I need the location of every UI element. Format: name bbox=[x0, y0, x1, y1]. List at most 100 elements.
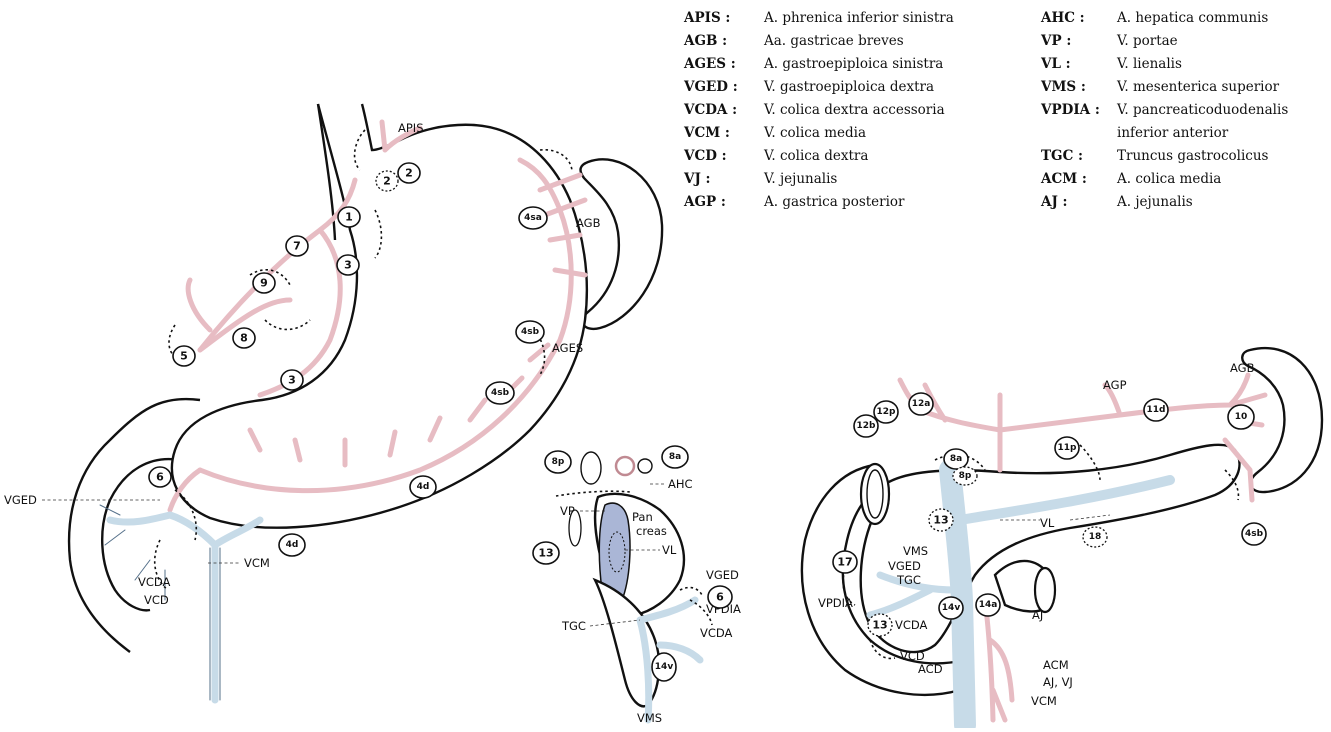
node-13: 13 bbox=[868, 614, 892, 636]
vged-label: VGED bbox=[888, 559, 921, 573]
legend-name: Truncus gastrocolicus bbox=[1117, 148, 1269, 164]
node-12p: 12p bbox=[874, 401, 898, 423]
node-4sb: 4sb bbox=[516, 321, 544, 343]
node-8a: 8a bbox=[662, 446, 688, 468]
vcda-label: VCDA bbox=[895, 618, 928, 632]
node-1: 1 bbox=[338, 207, 360, 227]
node-14v: 14v bbox=[939, 597, 963, 619]
legend-abbr: VCM : bbox=[683, 125, 730, 141]
node-8p: 8p bbox=[545, 451, 571, 473]
node-18: 18 bbox=[1083, 527, 1107, 547]
node-12a: 12a bbox=[909, 393, 933, 415]
legend-name-continuation: inferior anterior bbox=[1117, 125, 1229, 141]
node-6: 6 bbox=[149, 467, 171, 487]
vessel-section bbox=[638, 459, 652, 473]
legend-name: A. gastrica posterior bbox=[763, 194, 905, 210]
node-4sb: 4sb bbox=[486, 382, 514, 404]
legend-right-column: AHC : A. hepatica communis VP : V. porta… bbox=[1040, 10, 1288, 210]
stomach-panel: APIS AGB AGES VGED VCDA VCD VCM 1 2 2 3 … bbox=[4, 104, 662, 700]
svg-text:4sb: 4sb bbox=[521, 327, 540, 337]
svg-text:12a: 12a bbox=[912, 399, 931, 409]
acd-label: ACD bbox=[918, 662, 943, 676]
vms-label: VMS bbox=[903, 544, 928, 558]
svg-text:18: 18 bbox=[1089, 532, 1102, 542]
legend-abbr: VCD : bbox=[683, 148, 727, 164]
legend-abbr: VCDA : bbox=[683, 102, 737, 118]
legend-abbr: VGED : bbox=[683, 79, 738, 95]
node-8a: 8a bbox=[944, 449, 968, 469]
tgc-label: TGC bbox=[561, 619, 586, 633]
legend-abbr: ACM : bbox=[1040, 171, 1087, 187]
svg-text:4sb: 4sb bbox=[1245, 529, 1264, 539]
legend-name: V. colica dextra bbox=[763, 148, 868, 164]
agb-label: AGB bbox=[1230, 361, 1255, 375]
tgc-label: TGC bbox=[896, 573, 921, 587]
vl-label: VL bbox=[1040, 516, 1055, 530]
ahc-label: AHC bbox=[668, 477, 693, 491]
legend-name: V. mesenterica superior bbox=[1116, 79, 1280, 95]
acm-label: ACM bbox=[1043, 658, 1069, 672]
legend-name: A. colica media bbox=[1116, 171, 1221, 187]
svg-text:8p: 8p bbox=[552, 457, 565, 467]
spleen-outline bbox=[581, 159, 663, 329]
node-6: 6 bbox=[708, 586, 732, 608]
vcda-label: VCDA bbox=[700, 626, 733, 640]
legend-abbr: APIS : bbox=[683, 10, 730, 26]
aj-vj-label: AJ, VJ bbox=[1043, 675, 1073, 689]
legend-name: A. hepatica communis bbox=[1116, 10, 1268, 26]
cross-section-panel: AHC VP Pan creas VL VGED VPDIA TGC VCDA … bbox=[533, 446, 741, 725]
legend-left-column: APIS : A. phrenica inferior sinistra AGB… bbox=[683, 10, 954, 210]
svg-text:14v: 14v bbox=[942, 603, 961, 613]
aj-label: AJ bbox=[1032, 608, 1043, 622]
ages-label: AGES bbox=[552, 341, 583, 355]
svg-text:10: 10 bbox=[1235, 412, 1248, 422]
svg-text:14v: 14v bbox=[655, 662, 674, 672]
node-11p: 11p bbox=[1055, 437, 1079, 459]
pancreas-panel: AGP AGB VL VMS VGED TGC VPDIA VCDA VCD A… bbox=[802, 348, 1322, 725]
vcm-label: VCM bbox=[244, 556, 270, 570]
node-11d: 11d bbox=[1144, 399, 1168, 421]
apis-label: APIS bbox=[398, 121, 424, 135]
svg-text:5: 5 bbox=[180, 350, 188, 363]
svg-text:12b: 12b bbox=[857, 421, 877, 431]
node-4sb: 4sb bbox=[1242, 523, 1266, 545]
legend-name: V. jejunalis bbox=[763, 171, 837, 187]
hepatic-artery-section bbox=[616, 457, 634, 475]
legend-abbr: AHC : bbox=[1040, 10, 1085, 26]
svg-text:8p: 8p bbox=[959, 471, 972, 481]
node-5: 5 bbox=[173, 346, 195, 366]
svg-text:4d: 4d bbox=[417, 482, 430, 492]
vged-label: VGED bbox=[706, 568, 739, 582]
svg-text:3: 3 bbox=[288, 374, 296, 387]
vcda-label: VCDA bbox=[138, 575, 171, 589]
node-2: 2 bbox=[398, 163, 420, 183]
vcm-label: VCM bbox=[1031, 694, 1057, 708]
node-17: 17 bbox=[833, 551, 857, 573]
svg-text:12p: 12p bbox=[877, 407, 897, 417]
svg-text:2: 2 bbox=[383, 175, 391, 188]
legend-abbr: AGES : bbox=[683, 56, 736, 72]
svg-text:1: 1 bbox=[345, 211, 353, 224]
node-10: 10 bbox=[1228, 405, 1254, 429]
legend-name: V. pancreaticoduodenalis bbox=[1116, 102, 1288, 118]
legend-abbr: AGP : bbox=[683, 194, 726, 210]
svg-text:8: 8 bbox=[240, 332, 248, 345]
agp-label: AGP bbox=[1103, 378, 1127, 392]
sma bbox=[985, 600, 1012, 720]
pancreas-label-1: Pan bbox=[632, 510, 653, 524]
svg-text:14a: 14a bbox=[979, 600, 998, 610]
node-8p: 8p bbox=[953, 467, 977, 485]
legend-name: A. jejunalis bbox=[1116, 194, 1193, 210]
vcd-label: VCD bbox=[144, 593, 169, 607]
svg-text:7: 7 bbox=[293, 240, 301, 253]
svg-text:6: 6 bbox=[156, 471, 164, 484]
legend-name: V. gastroepiploica dextra bbox=[763, 79, 934, 95]
legend-abbr: AGB : bbox=[683, 33, 727, 49]
agb-label: AGB bbox=[576, 216, 601, 230]
svg-text:13: 13 bbox=[538, 547, 553, 560]
legend-abbr: VL : bbox=[1040, 56, 1071, 72]
vpdia-label: VPDIA bbox=[818, 596, 853, 610]
vl-label: VL bbox=[662, 543, 677, 557]
